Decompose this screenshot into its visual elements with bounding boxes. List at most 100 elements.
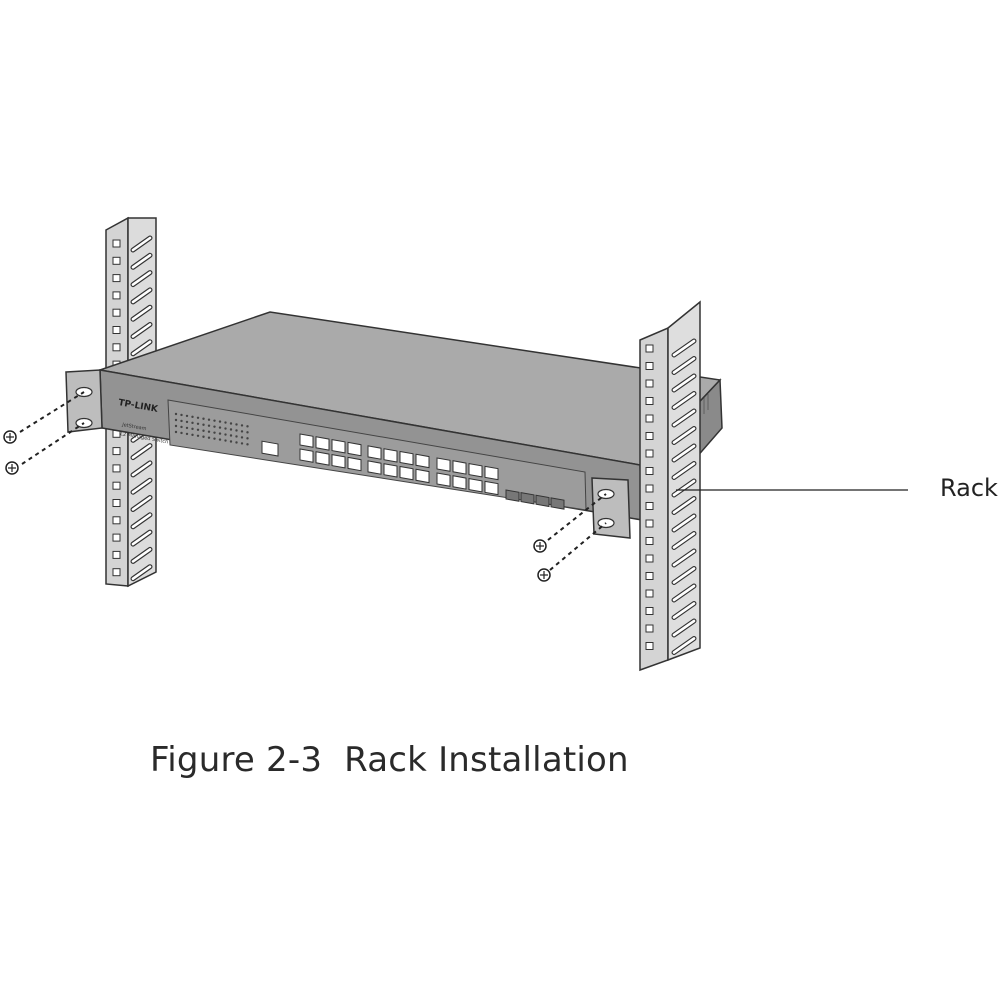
ethernet-port [367, 460, 382, 475]
rail-hole [645, 414, 654, 423]
rail-hole [112, 516, 121, 525]
rail-slot-inner [131, 323, 152, 338]
ethernet-port [367, 445, 382, 460]
led [196, 422, 200, 425]
ethernet-port [331, 454, 346, 469]
ethernet-port [436, 457, 451, 472]
rail-hole [645, 484, 654, 493]
led [207, 436, 211, 439]
rail-hole [112, 291, 121, 300]
rail-slot-inner [131, 444, 152, 459]
sfp-slot [550, 497, 565, 510]
rail-hole [645, 467, 654, 475]
led [246, 443, 249, 446]
led [196, 434, 200, 437]
rail-slot-inner [131, 565, 152, 581]
led [180, 419, 183, 423]
rail-slot-inner [672, 409, 696, 427]
rail-hole [112, 481, 121, 490]
led [180, 431, 183, 435]
led [229, 422, 233, 425]
led [240, 424, 244, 427]
rail-slot-inner [131, 548, 152, 563]
led [240, 442, 244, 445]
ethernet-port [415, 468, 430, 484]
left-mounting-bracket [65, 369, 103, 433]
rail-slot-inner [672, 479, 696, 497]
rail-slot-inner [131, 288, 152, 304]
led [235, 441, 238, 444]
sfp-slot [535, 494, 550, 508]
led [224, 421, 227, 424]
led [213, 419, 216, 422]
rail-hole [645, 449, 654, 458]
led [218, 438, 222, 441]
led [235, 423, 238, 426]
led [229, 440, 233, 443]
led [191, 421, 194, 425]
rail-hole [112, 533, 121, 542]
led [185, 426, 189, 430]
ethernet-port [415, 453, 430, 469]
ethernet-port [468, 477, 483, 493]
ethernet-port [347, 441, 362, 457]
led [229, 434, 233, 437]
rail-hole [645, 589, 654, 598]
led [207, 424, 211, 427]
led [246, 431, 249, 434]
figure-caption: Figure 2-3 Rack Installation [150, 740, 629, 780]
rail-hole [645, 344, 654, 353]
rail-slot-inner [672, 392, 696, 409]
led [185, 432, 189, 436]
rail-slot-inner [131, 254, 152, 269]
screw-icon [537, 568, 551, 582]
rail-hole [112, 308, 121, 317]
screw-icon [533, 539, 547, 553]
led [191, 433, 194, 437]
ethernet-port [315, 451, 330, 466]
rail-slot-inner [131, 236, 152, 252]
led [185, 420, 189, 424]
led [235, 435, 238, 438]
led [213, 431, 216, 434]
right-rack-rail [639, 300, 701, 672]
rail-slot-inner [131, 478, 152, 494]
rail-hole [112, 343, 121, 352]
rail-slot-inner [672, 444, 696, 462]
rail-hole [112, 274, 121, 283]
ethernet-port [315, 436, 330, 451]
rail-slot-inner [131, 496, 152, 511]
rail-slot-inner [131, 513, 152, 529]
led [224, 427, 227, 430]
rail-slot-inner [672, 549, 696, 567]
sfp-slot [505, 489, 520, 502]
rail-hole [645, 519, 654, 528]
rail-hole [645, 624, 654, 633]
led [207, 418, 211, 421]
ethernet-port [484, 465, 499, 481]
rail-slot-inner [131, 271, 152, 286]
rail-hole [645, 379, 654, 388]
rail-hole [112, 447, 121, 456]
right-rail-holes [645, 338, 697, 655]
led [240, 436, 244, 439]
rail-slot-inner [672, 584, 696, 602]
led [240, 430, 244, 433]
screw-icon [5, 461, 19, 475]
rail-slot-inner [672, 514, 696, 532]
ethernet-port [452, 460, 467, 475]
rail-slot-inner [672, 532, 696, 549]
rail-slot-inner [131, 305, 152, 321]
led [196, 416, 200, 419]
rail-hole [645, 537, 654, 545]
led [180, 425, 183, 429]
ethernet-port [484, 480, 499, 496]
mounting-screws [3, 391, 607, 582]
rail-hole [112, 464, 121, 473]
led [224, 439, 227, 442]
ethernet-port [347, 456, 362, 472]
sfp-slots [505, 489, 565, 510]
led [180, 413, 183, 417]
rail-slot-inner [131, 530, 152, 546]
